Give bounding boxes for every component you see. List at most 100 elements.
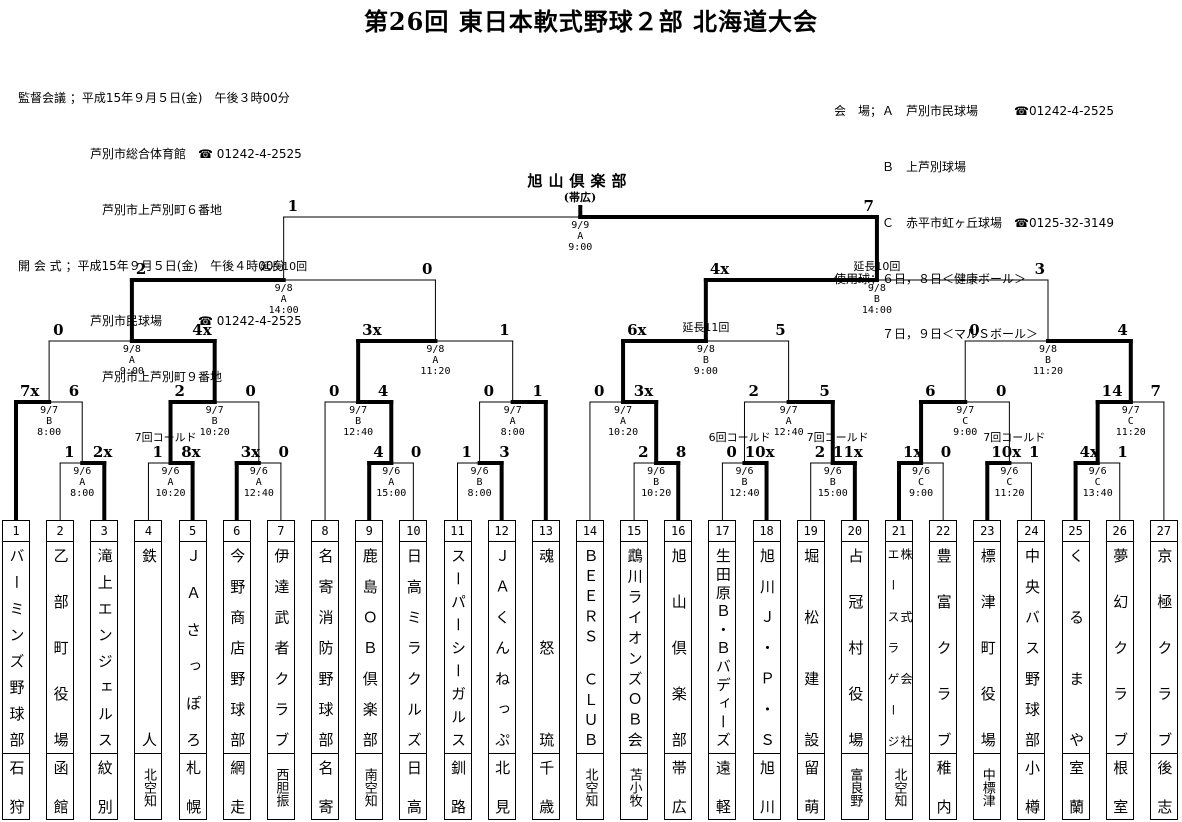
info-line: Ｃ 赤平市虹ヶ丘球場 ☎0125-32-3149: [834, 215, 1114, 230]
match-time: 15:00: [376, 488, 406, 499]
team-region-cell: 函館: [47, 754, 73, 820]
score-left: 1: [152, 443, 162, 461]
team-name: 鵡川ライオンズＯＢ会: [625, 548, 644, 747]
team-region: 北空知: [582, 767, 598, 807]
match-time: 14:00: [862, 305, 892, 316]
match-venue: B: [703, 355, 709, 366]
match-time: 8:00: [70, 488, 94, 499]
match-time: 11:20: [1033, 366, 1063, 377]
team-name-cell: 株式会社 エースラゲージ: [886, 542, 912, 754]
info-line: 芦別市民球場 ☎ 01242-4-2525: [18, 314, 302, 329]
score-right: 10x: [745, 443, 776, 461]
match-time: 10:20: [200, 427, 230, 438]
score-right: 3: [1035, 260, 1045, 278]
match-date: 9/7: [349, 405, 367, 416]
match-venue: B: [874, 294, 880, 305]
match-time: 11:20: [420, 366, 450, 377]
info-line: Ｂ 上芦別球場: [834, 159, 967, 174]
page-title: 第26回 東日本軟式野球２部 北海道大会: [363, 7, 819, 36]
team-number: 19: [797, 521, 824, 542]
score-left: 1: [462, 443, 472, 461]
score-left: 1x: [903, 443, 923, 461]
team-name-cell: 鹿島ＯＢ倶楽部: [356, 542, 383, 754]
team-region-cell: 日高: [400, 754, 426, 820]
team-name-cell: 中央バス野球部: [1018, 542, 1045, 754]
info-line: 芦別市総合体育館 ☎ 01242-4-2525: [18, 146, 302, 161]
team-region: 北空知: [140, 767, 156, 807]
team-region-cell: 中標津: [974, 754, 1000, 820]
team-region: 北空知: [891, 767, 907, 807]
team-name-cell: スーパーシーガルス: [444, 542, 471, 754]
match-venue: A: [256, 477, 262, 488]
venue-info: 会 場；Ａ 芦別市民球場 ☎01242-4-2525 Ｂ 上芦別球場 Ｃ 赤平市…: [834, 65, 1114, 363]
match-venue: A: [620, 416, 626, 427]
team-region: 苫小牧: [626, 767, 642, 807]
match-note: 6回コールド: [709, 431, 771, 444]
score-right: 0: [245, 382, 255, 400]
match-venue: C: [1095, 477, 1101, 488]
team-number: 5: [179, 521, 206, 542]
match-date: 9/7: [206, 405, 224, 416]
score-left: 1: [288, 197, 298, 215]
team-region: 千歳: [537, 760, 556, 814]
info-line: 開 会 式 ；平成15年９月５日(金) 午後４時00分: [18, 258, 286, 273]
match-date: 9/8: [123, 344, 141, 355]
match-time: 10:20: [155, 488, 185, 499]
champion-name: 旭山倶楽部: [527, 172, 633, 190]
team-number: 17: [709, 521, 736, 542]
team-region: 留萌: [802, 760, 821, 814]
team-region: 北見: [493, 760, 512, 814]
match-date: 9/6: [73, 466, 91, 477]
score-left: 4x: [1080, 443, 1100, 461]
match-date: 9/7: [1122, 405, 1140, 416]
team-number: 27: [1150, 521, 1177, 542]
team-region-cell: 帯広: [665, 754, 691, 820]
team-name: 京極クラブ: [1155, 548, 1174, 747]
team-name: 滝上エンジェルス: [95, 548, 114, 747]
score-right: 2x: [93, 443, 113, 461]
team-region-cell: 小樽: [1018, 754, 1044, 820]
team-name-cell: 今野商店野球部: [223, 542, 250, 754]
match-time: 10:20: [608, 427, 638, 438]
team-number: 14: [576, 521, 603, 542]
team-name: 旭川Ｊ・Ｐ・Ｓ: [758, 548, 777, 747]
team-name-cell: 旭山倶楽部: [665, 542, 692, 754]
team-name: 占冠村役場: [846, 548, 865, 747]
match-time: 10:20: [641, 488, 671, 499]
team-name-cell: 日高ミラクルズ: [400, 542, 427, 754]
team-region-cell: 苫小牧: [621, 754, 647, 820]
match-time: 13:40: [1083, 488, 1113, 499]
team-region-cell: 根室: [1107, 754, 1133, 820]
team-name: ＪＡくんねっぷ: [493, 548, 512, 747]
info-line: 芦別市上芦別町６番地: [18, 202, 223, 217]
team-name-cell: 京極クラブ: [1150, 542, 1177, 754]
score-left: 2: [815, 443, 825, 461]
score-right: 3x: [634, 382, 654, 400]
score-right: 1: [499, 321, 509, 339]
team-name: 鹿島ＯＢ倶楽部: [360, 548, 379, 747]
team-name-cell: 滝上エンジェルス: [91, 542, 118, 754]
champion-region: (帯広): [563, 191, 597, 204]
team-name-cell: 鵡川ライオンズＯＢ会: [621, 542, 648, 754]
score-right: 1: [1029, 443, 1039, 461]
team-region-cell: 遠軽: [709, 754, 735, 820]
score-left: 14: [1102, 382, 1123, 400]
team-region-cell: 北見: [489, 754, 515, 820]
match-date: 9/8: [426, 344, 444, 355]
score-right: 4: [378, 382, 388, 400]
score-right: 11x: [833, 443, 864, 461]
match-date: 9/7: [40, 405, 58, 416]
match-venue: A: [129, 355, 135, 366]
team-number: 7: [267, 521, 294, 542]
match-venue: B: [1045, 355, 1051, 366]
team-region: 室蘭: [1067, 760, 1086, 814]
team-region: 南空知: [361, 767, 377, 807]
team-number: 24: [1018, 521, 1045, 542]
